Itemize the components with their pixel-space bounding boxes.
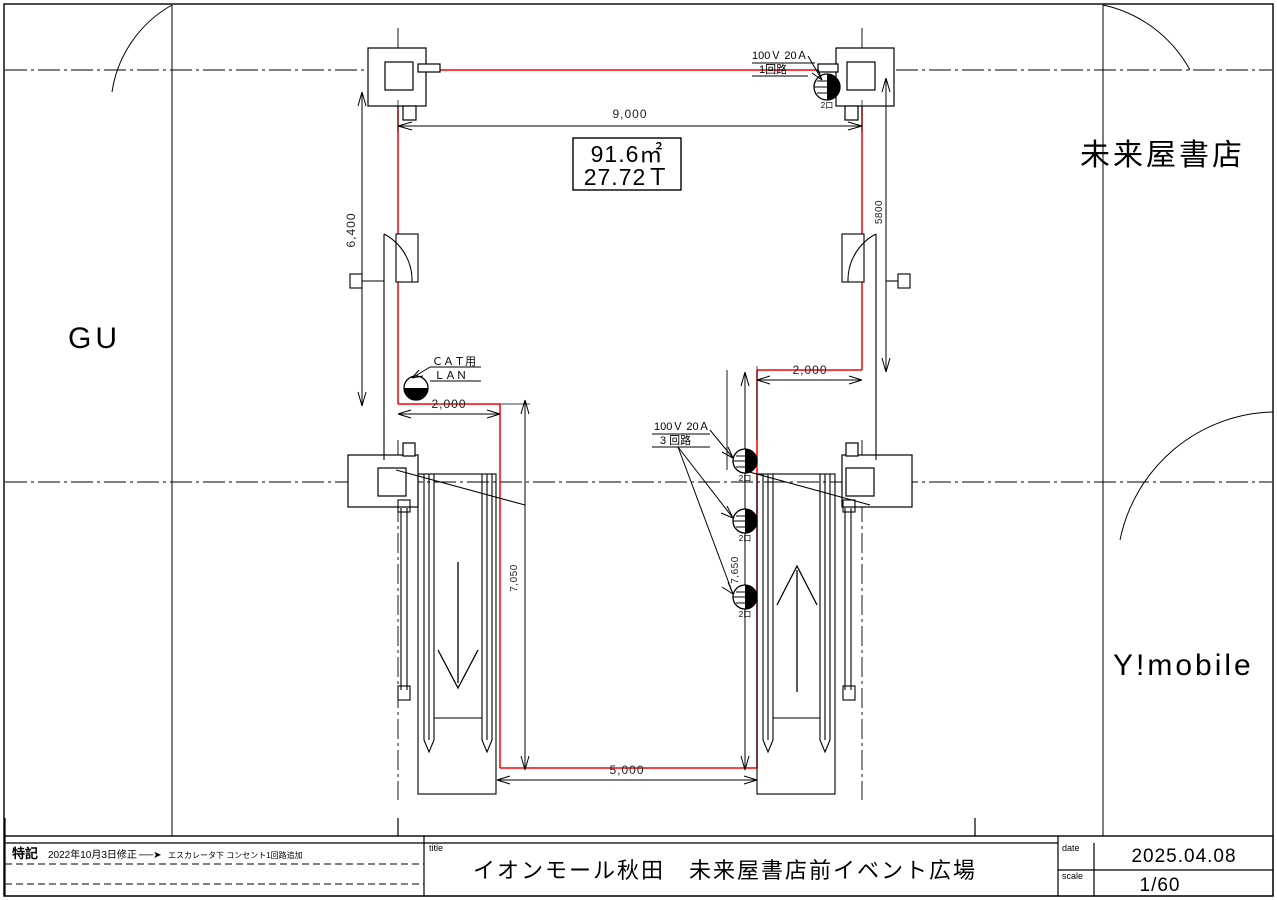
power-top-line2: 1回路 bbox=[759, 63, 787, 76]
outlet-mark-mid2: 2口 bbox=[739, 534, 751, 543]
outlet-mid-3: 2口 bbox=[732, 584, 758, 619]
dimension-label-right-depth: 7,650 bbox=[730, 556, 741, 584]
leader-lan bbox=[411, 366, 481, 382]
title-label: title bbox=[429, 843, 443, 853]
dimension-label-right-height: 5800 bbox=[874, 200, 885, 224]
title-block bbox=[4, 818, 1274, 897]
remark-arrow: ──➤ bbox=[138, 850, 162, 861]
dimension-label-top-width: 9,000 bbox=[612, 107, 647, 121]
partition-right bbox=[841, 233, 911, 460]
remark-dashed-lines bbox=[5, 863, 424, 885]
lan-label-line2: ＬＡＮ bbox=[434, 370, 467, 382]
store-label-left: GU bbox=[68, 322, 121, 355]
store-label-bottom-right: Y!mobile bbox=[1113, 649, 1254, 682]
corner-curve-tr bbox=[1102, 4, 1191, 71]
dimension-label-bottom-width: 5,000 bbox=[609, 763, 644, 777]
dimension-right-offset bbox=[726, 366, 863, 470]
scale-label: scale bbox=[1062, 871, 1083, 881]
remark-text-2: エスカレータ下 コンセント1回路追加 bbox=[168, 850, 303, 860]
column-top-left bbox=[367, 47, 441, 121]
outlet-mark-top: 2口 bbox=[821, 101, 833, 110]
dimension-top-width bbox=[397, 100, 863, 132]
escalator-right-direction-arrow bbox=[776, 564, 818, 692]
dimension-label-left-offset: 2,000 bbox=[431, 397, 466, 411]
remark-label: 特記 bbox=[12, 846, 38, 861]
scale-value: 1/60 bbox=[1140, 875, 1181, 896]
dimension-left-offset bbox=[397, 409, 501, 419]
dimension-left-depth bbox=[500, 399, 530, 771]
escalator-left-direction-arrow bbox=[437, 562, 479, 690]
dimension-label-left-depth: 7,050 bbox=[509, 564, 520, 592]
dimension-label-left-height: 6,400 bbox=[344, 212, 358, 247]
title-value: イオンモール秋田 未来屋書店前イベント広場 bbox=[473, 858, 977, 883]
date-label: date bbox=[1062, 843, 1080, 853]
date-value: 2025.04.08 bbox=[1131, 846, 1236, 867]
power-bottom-line1: 100Ｖ 20Ａ bbox=[654, 421, 710, 433]
outlet-mark-mid3: 2口 bbox=[739, 610, 751, 619]
area-value: 91.6㎡ bbox=[591, 141, 664, 167]
dimension-bottom-width bbox=[496, 775, 758, 785]
load-value: 27.72Ｔ bbox=[584, 164, 671, 190]
outlet-mark-mid1: 2口 bbox=[739, 474, 751, 483]
outlet-top-right: 2口 bbox=[813, 73, 841, 110]
dimension-left-height bbox=[357, 91, 367, 407]
area-info-box: 91.6㎡ 27.72Ｔ bbox=[572, 137, 682, 191]
corner-curve-br1 bbox=[1119, 411, 1274, 541]
outlet-mid-1: 2口 bbox=[732, 448, 758, 483]
outlet-mid-2: 2口 bbox=[732, 508, 758, 543]
partition-left bbox=[349, 233, 419, 460]
store-label-top-right: 未来屋書店 bbox=[1080, 139, 1245, 172]
lan-label-line1: ＣＡＴ用 bbox=[432, 356, 476, 368]
escalator-right bbox=[741, 469, 871, 795]
escalator-left bbox=[395, 469, 526, 795]
corner-curve-tl bbox=[111, 4, 173, 93]
building-structure-lines bbox=[111, 4, 1274, 836]
power-bottom-line2: 3 回路 bbox=[660, 434, 691, 447]
column-bottom-left bbox=[347, 442, 419, 508]
dimension-right-depth bbox=[740, 371, 750, 771]
power-top-line1: 100Ｖ 20Ａ bbox=[752, 50, 808, 62]
leader-power-top bbox=[752, 55, 823, 81]
outlet-lan bbox=[403, 375, 429, 401]
dimension-right-height bbox=[881, 77, 891, 373]
dimension-label-right-offset: 2,000 bbox=[792, 363, 827, 377]
remark-text: 2022年10月3日修正 bbox=[48, 848, 137, 861]
column-bottom-right bbox=[841, 442, 913, 508]
leader-power-bottom bbox=[652, 429, 734, 595]
